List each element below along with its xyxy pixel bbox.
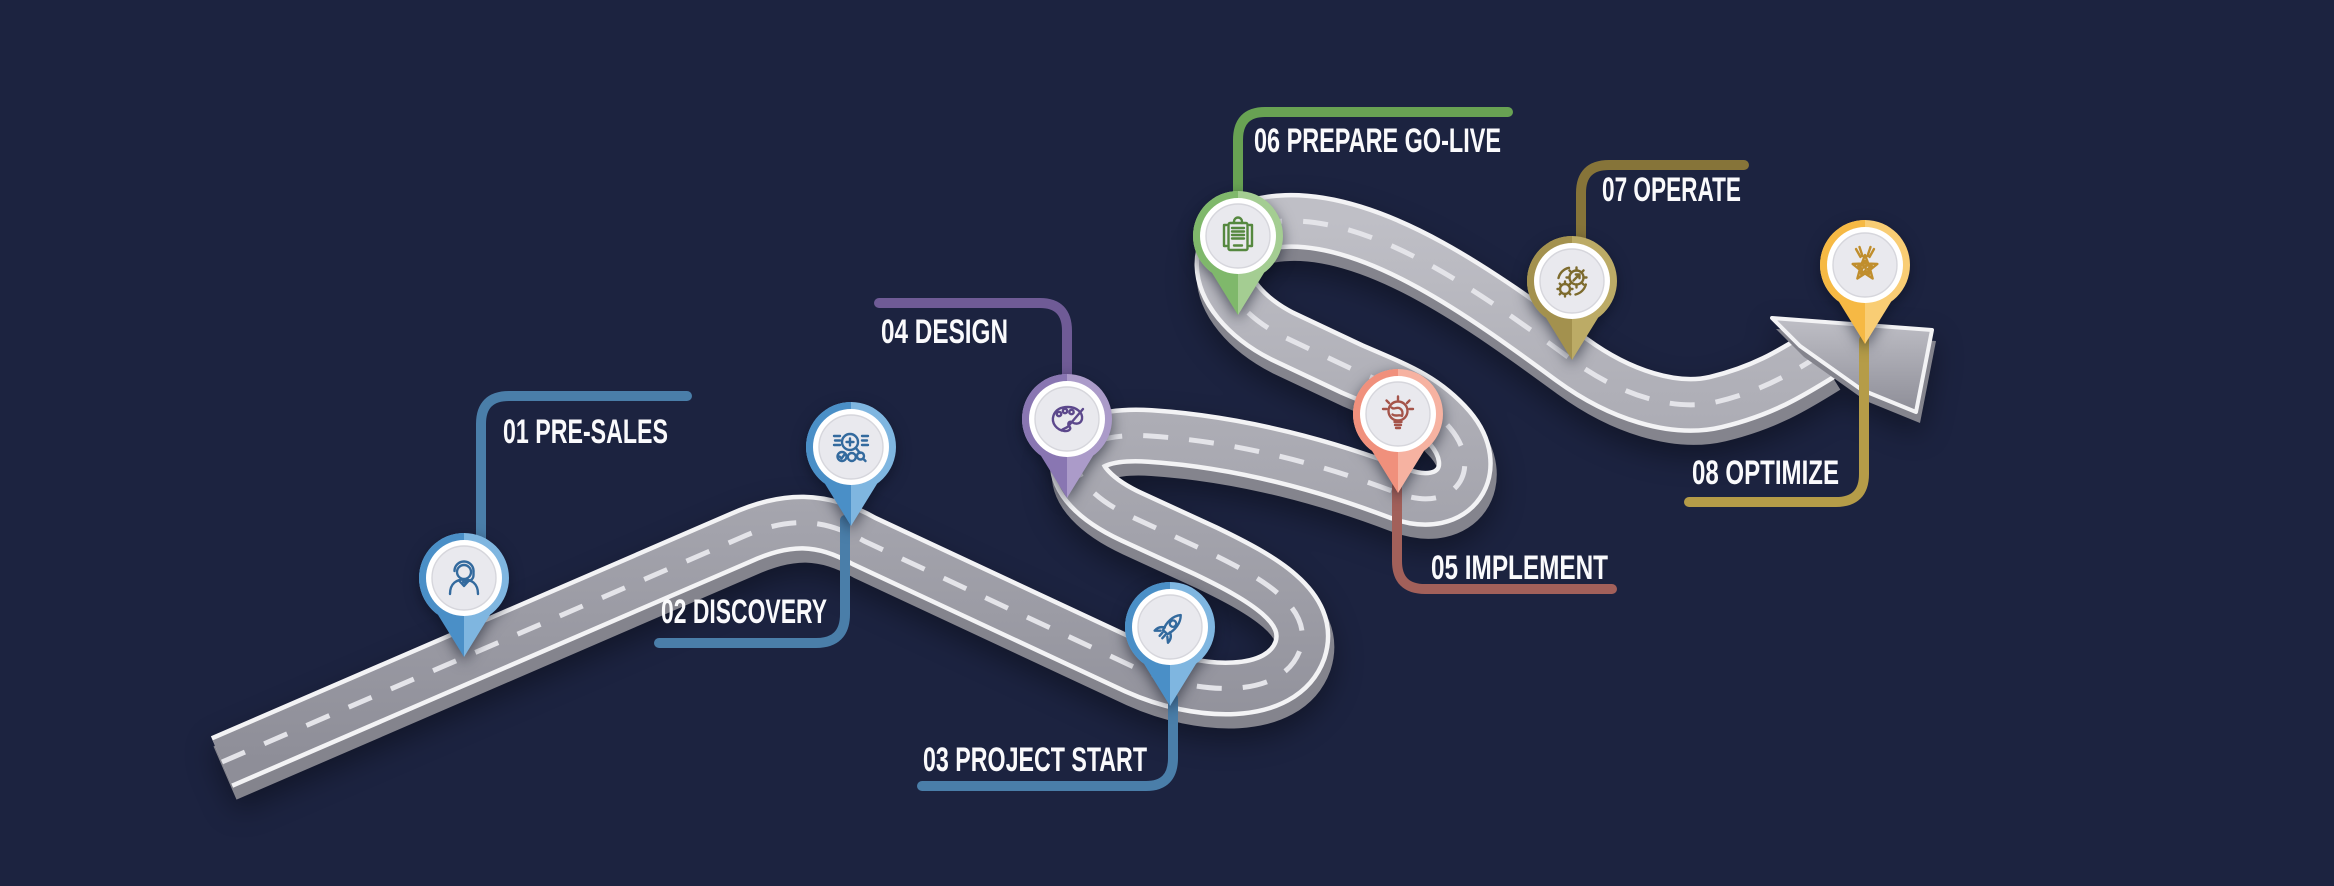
gears-icon xyxy=(1556,266,1588,298)
pin-stage-05 xyxy=(1353,369,1443,493)
pin-stage-07 xyxy=(1527,236,1617,360)
road xyxy=(210,192,1936,800)
analysis-search-icon xyxy=(832,432,870,463)
pin-stage-06 xyxy=(1193,191,1283,315)
checklist-clipboard-icon xyxy=(1222,216,1254,252)
label-stage-06: 06 PREPARE GO-LIVE xyxy=(1254,122,1501,160)
rocket-icon xyxy=(1153,613,1182,644)
pin-stage-03 xyxy=(1125,582,1215,706)
bracket-stage-06 xyxy=(1233,107,1513,203)
label-stage-03: 03 PROJECT START xyxy=(923,741,1147,779)
pin-stage-02 xyxy=(806,402,896,526)
bracket-stage-08 xyxy=(1684,335,1869,507)
road-arrow xyxy=(1770,316,1936,423)
road-center-dashes xyxy=(221,218,1824,765)
pin-stage-08 xyxy=(1820,220,1910,344)
bracket-stage-03 xyxy=(917,693,1178,791)
bracket-stage-02 xyxy=(654,515,850,648)
pin-stage-01 xyxy=(419,533,509,657)
label-stage-08: 08 OPTIMIZE xyxy=(1692,454,1839,492)
support-agent-icon xyxy=(448,560,480,596)
palette-brush-icon xyxy=(1051,405,1085,433)
bracket-stage-05 xyxy=(1392,481,1617,594)
award-star-icon xyxy=(1851,245,1879,280)
label-stage-05: 05 IMPLEMENT xyxy=(1431,549,1608,587)
label-stage-07: 07 OPERATE xyxy=(1602,171,1741,209)
label-stage-02: 02 DISCOVERY xyxy=(661,593,827,631)
label-stage-04: 04 DESIGN xyxy=(881,313,1008,351)
label-stage-01: 01 PRE-SALES xyxy=(503,413,668,451)
idea-bulb-icon xyxy=(1381,395,1415,430)
bracket-stage-01 xyxy=(476,391,692,545)
bracket-stage-07 xyxy=(1576,160,1749,249)
bracket-stage-04 xyxy=(874,298,1072,387)
pin-stage-04 xyxy=(1022,374,1112,498)
